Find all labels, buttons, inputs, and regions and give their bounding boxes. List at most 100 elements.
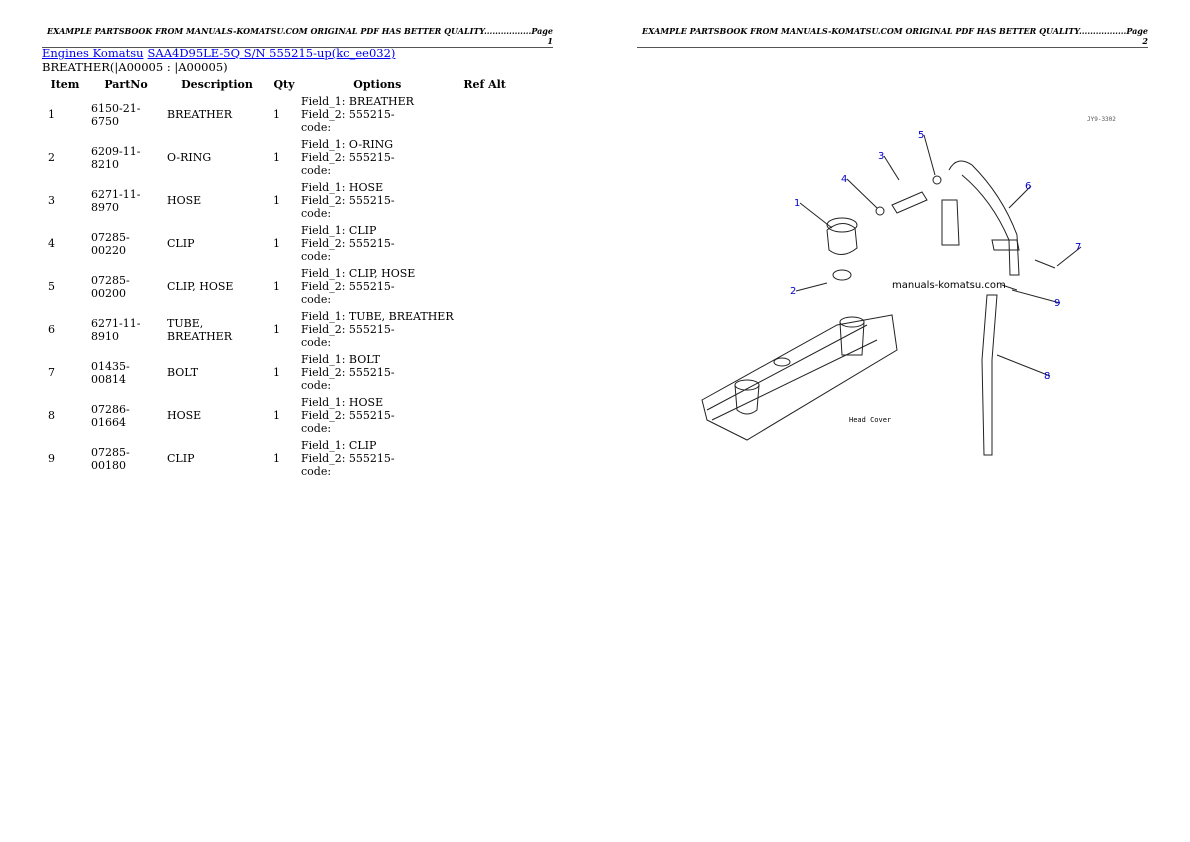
cell-desc: CLIP, HOSE: [167, 280, 234, 293]
option-line: code:: [301, 379, 332, 392]
column-header: PartNo: [104, 78, 148, 91]
cell-ref-alt: [457, 222, 513, 265]
cell-desc: TUBE, BREATHER: [167, 316, 232, 343]
cell-ref-alt: [457, 136, 513, 179]
cell-qty: 1: [273, 366, 280, 379]
page-header-left: EXAMPLE PARTSBOOK FROM MANUALS-KOMATSU.C…: [42, 26, 553, 48]
cell-partno: 01435-00814: [91, 359, 130, 386]
callout-leader: [1008, 185, 1032, 209]
cell-item: 6: [48, 323, 55, 336]
option-line: Field_2: 555215-: [301, 323, 395, 336]
option-line: Field_2: 555215-: [301, 237, 395, 250]
option-line: Field_1: O-RING: [301, 138, 394, 151]
option-line: code:: [301, 336, 332, 349]
cell-ref-alt: [457, 394, 513, 437]
callout-leader: [883, 155, 900, 181]
cell-qty: 1: [273, 108, 280, 121]
table-row: 5 07285-00200 CLIP, HOSE 1 Field_1: CLIP, HO…: [42, 265, 513, 308]
cell-item: 4: [48, 237, 55, 250]
page-header-right: EXAMPLE PARTSBOOK FROM MANUALS-KOMATSU.C…: [637, 26, 1148, 48]
cell-qty: 1: [273, 151, 280, 164]
cell-partno: 6271-11-8910: [91, 316, 141, 343]
cell-desc: O-RING: [167, 151, 212, 164]
cell-ref-alt: [457, 179, 513, 222]
cell-item: 5: [48, 280, 55, 293]
cell-partno: 07285-00200: [91, 273, 130, 300]
cell-item: 2: [48, 151, 55, 164]
watermark: manuals-komatsu.com: [892, 280, 1006, 291]
option-line: Field_2: 555215-: [301, 151, 395, 164]
option-line: code:: [301, 465, 332, 478]
callout-leader: [996, 354, 1051, 377]
cell-item: 1: [48, 108, 55, 121]
callout-label: 3: [878, 151, 884, 162]
cell-desc: HOSE: [167, 409, 202, 422]
cell-item: 8: [48, 409, 55, 422]
cell-item: 9: [48, 452, 55, 465]
option-line: Field_2: 555215-: [301, 409, 395, 422]
section-title: BREATHER(|A00005 : |A00005): [42, 60, 228, 74]
cell-desc: CLIP: [167, 452, 195, 465]
cell-qty: 1: [273, 237, 280, 250]
cell-ref-alt: [457, 308, 513, 351]
cell-ref-alt: [457, 351, 513, 394]
cell-item: 3: [48, 194, 55, 207]
callout-leader: [1011, 289, 1061, 304]
option-line: code:: [301, 121, 332, 134]
cell-desc: BOLT: [167, 366, 199, 379]
cell-partno: 07285-00220: [91, 230, 130, 257]
column-header: Item: [50, 78, 80, 91]
callout-leader: [923, 134, 936, 176]
callout-label: 7: [1075, 242, 1081, 253]
cell-qty: 1: [273, 452, 280, 465]
option-line: Field_2: 555215-: [301, 366, 395, 379]
callout-label: 5: [918, 130, 924, 141]
option-line: Field_2: 555215-: [301, 108, 395, 121]
option-line: code:: [301, 207, 332, 220]
cell-partno: 6271-11-8970: [91, 187, 141, 214]
cell-desc: BREATHER: [167, 108, 232, 121]
option-line: Field_1: HOSE: [301, 181, 384, 194]
callout-label: 2: [790, 286, 796, 297]
option-line: code:: [301, 164, 332, 177]
option-line: Field_1: BOLT: [301, 353, 380, 366]
cell-desc: HOSE: [167, 194, 202, 207]
cell-ref-alt: [457, 93, 513, 136]
breadcrumb-link-model[interactable]: SAA4D95LE-5Q S/N 555215-up(kc_ee032): [147, 46, 396, 60]
option-line: Field_1: CLIP: [301, 439, 377, 452]
cell-qty: 1: [273, 194, 280, 207]
cell-qty: 1: [273, 280, 280, 293]
column-header: Options: [353, 78, 402, 91]
breadcrumb-link-engines[interactable]: Engines Komatsu: [42, 46, 144, 60]
column-header: Qty: [273, 78, 295, 91]
option-line: Field_1: CLIP, HOSE: [301, 267, 416, 280]
option-line: code:: [301, 293, 332, 306]
option-line: Field_2: 555215-: [301, 280, 395, 293]
cell-item: 7: [48, 366, 55, 379]
cell-partno: 6150-21-6750: [91, 101, 141, 128]
column-header: Ref Alt: [463, 78, 506, 91]
option-line: Field_2: 555215-: [301, 194, 395, 207]
option-line: code:: [301, 250, 332, 263]
option-line: Field_2: 555215-: [301, 452, 395, 465]
callout-label: 6: [1025, 181, 1031, 192]
callout-label: 1: [794, 198, 800, 209]
cell-ref-alt: [457, 437, 513, 480]
callout-leader: [795, 282, 828, 292]
callout-leader: [846, 178, 878, 209]
parts-diagram: JY9-3302 Head Cover manuals-komatsu.com …: [701, 116, 1116, 456]
